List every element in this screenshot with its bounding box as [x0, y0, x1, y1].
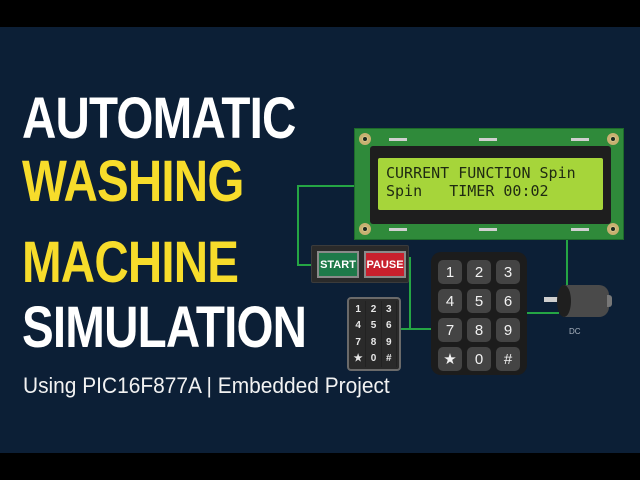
motor-cap-icon: [607, 295, 612, 307]
wire-keypads-h: [400, 328, 432, 330]
keypad-large-key[interactable]: 3: [496, 260, 520, 284]
keypad-large-key[interactable]: 7: [438, 318, 462, 342]
title-line-1: AUTOMATIC: [22, 86, 296, 151]
keypad-small-key[interactable]: 0: [366, 350, 382, 367]
motor-shaft-icon: [544, 297, 560, 302]
keypad-large-key-hash[interactable]: #: [496, 347, 520, 371]
motor-front-icon: [557, 285, 571, 317]
mount-hole-icon: [607, 223, 619, 235]
keypad-large-key[interactable]: 2: [467, 260, 491, 284]
lcd-pin: [479, 228, 497, 231]
lcd-pin: [389, 228, 407, 231]
lcd-row-2: Spin TIMER 00:02: [386, 182, 549, 200]
mount-hole-icon: [359, 133, 371, 145]
lcd-screen: CURRENT FUNCTION Spin Spin TIMER 00:02: [378, 158, 603, 210]
subtitle: Using PIC16F877A | Embedded Project: [23, 373, 390, 398]
button-panel: START PAUSE: [311, 245, 409, 283]
mount-hole-icon: [359, 223, 371, 235]
keypad-small-key[interactable]: 9: [382, 334, 397, 351]
mount-hole-icon: [607, 133, 619, 145]
start-button[interactable]: START: [317, 251, 359, 278]
keypad-large-key[interactable]: 0: [467, 347, 491, 371]
wire-keypad-to-motor-h: [527, 312, 559, 314]
lcd-pin: [571, 228, 589, 231]
keypad-small-key[interactable]: 3: [382, 301, 397, 318]
wire-lcd-to-buttons-h2: [297, 264, 312, 266]
wire-lcd-to-motor-v: [566, 239, 568, 299]
title-line-4: SIMULATION: [22, 295, 307, 360]
lcd-pin: [389, 138, 407, 141]
lcd-pin: [479, 138, 497, 141]
lcd-pin: [571, 138, 589, 141]
wire-buttons-to-keypad-v: [409, 257, 411, 330]
thumbnail-canvas: AUTOMATIC WASHING MACHINE SIMULATION Usi…: [0, 27, 640, 453]
title-line-3: MACHINE: [22, 230, 239, 295]
lcd-row-1: CURRENT FUNCTION Spin: [386, 164, 576, 182]
keypad-small-key[interactable]: 1: [351, 301, 367, 318]
lcd-module: CURRENT FUNCTION Spin Spin TIMER 00:02: [354, 128, 624, 240]
keypad-large-key[interactable]: 6: [496, 289, 520, 313]
keypad-large-key[interactable]: 1: [438, 260, 462, 284]
keypad-small-key-star[interactable]: ★: [351, 350, 367, 367]
keypad-small-key[interactable]: 2: [366, 301, 382, 318]
motor-label: DC: [569, 327, 581, 336]
keypad-small-key[interactable]: 7: [351, 334, 367, 351]
wire-lcd-to-buttons-v: [297, 185, 299, 266]
keypad-small-key-hash[interactable]: #: [382, 350, 397, 367]
keypad-small-key[interactable]: 4: [351, 317, 367, 334]
keypad-large-key[interactable]: 9: [496, 318, 520, 342]
keypad-large-key[interactable]: 4: [438, 289, 462, 313]
wire-lcd-to-buttons-h1: [297, 185, 355, 187]
keypad-small-key[interactable]: 8: [366, 334, 382, 351]
keypad-large: 1 2 3 4 5 6 7 8 9 ★ 0 #: [431, 252, 527, 375]
title-line-2: WASHING: [22, 149, 244, 214]
pause-button[interactable]: PAUSE: [364, 251, 406, 278]
keypad-large-key-star[interactable]: ★: [438, 347, 462, 371]
keypad-small-key[interactable]: 5: [366, 317, 382, 334]
lcd-bezel: CURRENT FUNCTION Spin Spin TIMER 00:02: [370, 146, 611, 224]
keypad-small-key[interactable]: 6: [382, 317, 397, 334]
keypad-large-key[interactable]: 5: [467, 289, 491, 313]
keypad-small: 1 2 3 4 5 6 7 8 9 ★ 0 #: [347, 297, 401, 371]
keypad-large-key[interactable]: 8: [467, 318, 491, 342]
